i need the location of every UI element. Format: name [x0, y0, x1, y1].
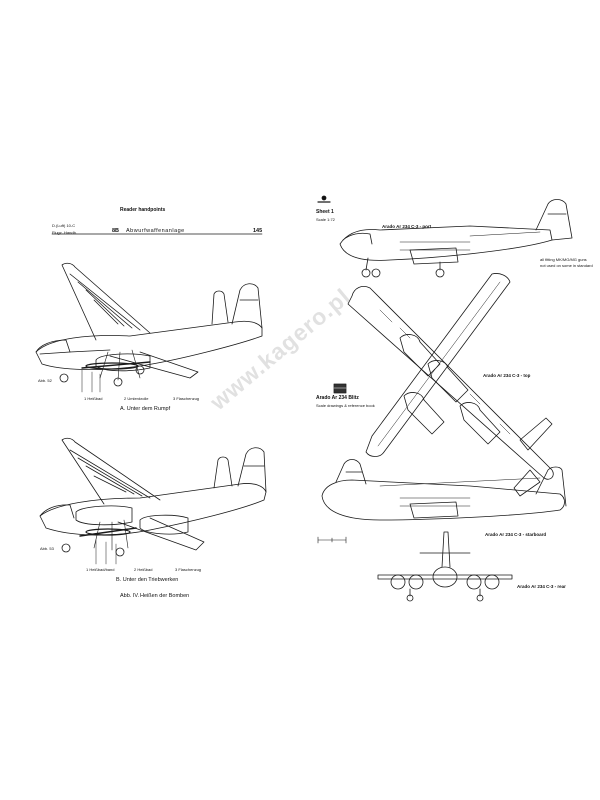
view-port-label: Arado Ar 234 C-3 - port — [382, 224, 432, 229]
figure-caption-text: Heißen der Bomben — [140, 593, 190, 599]
note-line-1: all fitting MK/MG/MG guns — [540, 257, 587, 262]
section-number: 8B — [112, 228, 120, 234]
rear-view-drawing — [377, 531, 513, 602]
fig-b-side-note: Abb. 53 — [40, 546, 54, 551]
note-line-2: not used on some in standard — [540, 263, 593, 268]
fig-b-label-2: 2 Heißbad — [134, 567, 153, 572]
view-rear-label: Arado Ar 234 C-3 - rear — [517, 584, 566, 589]
figure-caption-number: Abb. IV. — [120, 593, 140, 599]
fig-a-label-3: 3 Flaschenzug — [173, 396, 200, 401]
view-top-label: Arado Ar 234 C-3 - top — [483, 373, 531, 378]
fig-b-label-1: 1 Heißbad/band — [86, 567, 115, 572]
left-header-title: Reader handpoints — [120, 207, 166, 213]
doc-code: D.(Luft) 10-C — [52, 223, 76, 228]
fig-b-aircraft-drawing — [39, 437, 267, 565]
book-subtitle: Scale drawings & reference book — [316, 403, 375, 408]
fig-a-caption: A. Unter dem Rumpf — [120, 406, 171, 412]
fig-b-label-3: 3 Flaschenzug — [175, 567, 202, 572]
publisher-logo-icon — [317, 195, 331, 203]
fig-a-label-2: 2 Umlenkrolle — [124, 396, 149, 401]
section-title: Abwurfwaffenanlage — [126, 228, 185, 234]
sheet-title: Sheet 1 — [316, 209, 334, 215]
port-view-drawing — [339, 199, 573, 278]
book-cover-icon — [333, 383, 347, 394]
fig-a-side-note: Abb. 52 — [38, 378, 52, 383]
top-view-drawing — [347, 273, 554, 497]
page-number: 145 — [253, 228, 263, 234]
fig-b-caption: B. Unter den Triebwerken — [116, 577, 179, 583]
fig-a-label-1: 1 Heißbad — [84, 396, 103, 401]
fig-a-aircraft-drawing — [35, 262, 263, 393]
view-starboard-label: Arado Ar 234 C-3 - starboard — [485, 532, 547, 537]
doc-sub: Flugz. Handb. — [52, 230, 77, 235]
starboard-view-drawing — [317, 459, 567, 544]
book-title: Arado Ar 234 Blitz — [316, 395, 359, 401]
sheet-scale: Scale 1:72 — [316, 217, 335, 222]
